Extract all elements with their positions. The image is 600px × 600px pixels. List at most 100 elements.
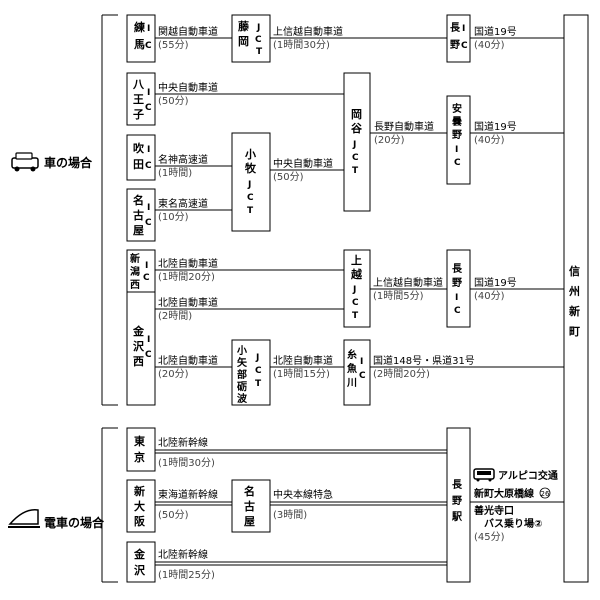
svg-text:屋: 屋 xyxy=(133,224,144,237)
svg-text:C: C xyxy=(352,153,359,163)
edge-t4-time: (1時間25分) xyxy=(158,569,215,581)
edge-e4-name: 中央自動車道 xyxy=(158,81,218,94)
svg-text:I: I xyxy=(145,261,148,271)
svg-text:川: 川 xyxy=(346,377,357,389)
edge-t1-time: (1時間30分) xyxy=(158,457,215,469)
svg-text:C: C xyxy=(255,35,262,45)
node-hachioji: 八 王 子 I C xyxy=(126,72,156,126)
svg-text:西: 西 xyxy=(130,279,140,291)
train-icon xyxy=(8,509,40,528)
edge-e9-name: 国道19号 xyxy=(474,120,517,133)
svg-text:I: I xyxy=(147,335,150,345)
edge-e6-name: 東名高速道 xyxy=(158,197,208,210)
svg-text:I: I xyxy=(455,293,458,303)
edge-e16-name: 国道148号・県道31号 xyxy=(373,354,475,367)
svg-text:野: 野 xyxy=(452,129,462,141)
svg-text:野: 野 xyxy=(450,39,460,51)
bus-line1: 新町大原橋線 xyxy=(474,487,534,500)
bus-info: アルピコ交通 新町大原橋線 26 善光寺口 バス乗り場② (45分) xyxy=(473,468,558,543)
svg-text:町: 町 xyxy=(569,325,580,338)
edge-e8-time: (20分) xyxy=(374,134,405,146)
edge-e13-time: (40分) xyxy=(474,290,505,302)
edge-e2-name: 上信越自動車道 xyxy=(273,25,343,38)
svg-text:C: C xyxy=(359,371,366,381)
svg-text:金: 金 xyxy=(133,547,146,561)
node-shinosaka: 新 大 阪 xyxy=(126,479,156,533)
svg-text:C: C xyxy=(145,161,152,171)
svg-text:C: C xyxy=(247,193,254,203)
bus-icon xyxy=(473,468,495,482)
svg-text:I: I xyxy=(455,145,458,155)
svg-text:長: 長 xyxy=(452,479,463,491)
node-suita: 吹 田 I C xyxy=(126,134,156,181)
svg-text:古: 古 xyxy=(133,208,144,222)
svg-text:I: I xyxy=(147,88,150,98)
svg-text:新: 新 xyxy=(134,484,145,498)
svg-text:I: I xyxy=(360,357,363,367)
edge-e7-name: 中央自動車道 xyxy=(273,157,333,170)
svg-text:牧: 牧 xyxy=(245,161,257,175)
svg-text:練: 練 xyxy=(134,20,145,34)
edge-e7-time: (50分) xyxy=(273,171,304,183)
svg-text:J: J xyxy=(352,140,356,150)
svg-text:J: J xyxy=(352,285,356,295)
svg-text:越: 越 xyxy=(350,267,363,281)
svg-text:野: 野 xyxy=(452,495,462,507)
edge-e10-time: (1時間20分) xyxy=(158,271,215,283)
edge-e13-name: 国道19号 xyxy=(474,276,517,289)
node-joetsu: 上 越 J C T xyxy=(343,249,371,328)
svg-text:I: I xyxy=(147,24,150,34)
svg-text:J: J xyxy=(247,180,251,190)
train-lines xyxy=(155,449,564,566)
svg-text:C: C xyxy=(145,41,152,51)
train-bracket xyxy=(101,427,118,583)
car-icon xyxy=(11,152,39,172)
svg-text:C: C xyxy=(352,298,359,308)
svg-text:砺: 砺 xyxy=(237,381,247,393)
edge-t1-name: 北陸新幹線 xyxy=(158,436,208,449)
edge-t2-name: 東海道新幹線 xyxy=(158,488,218,501)
node-niigata: 新 潟 西 I C xyxy=(126,249,156,293)
svg-text:T: T xyxy=(255,379,262,389)
svg-text:C: C xyxy=(461,41,468,51)
edge-e6-time: (10分) xyxy=(158,211,189,223)
node-destination: 信 州 新 町 xyxy=(563,14,589,583)
bus-number-text: 26 xyxy=(541,490,550,498)
car-mode-label: 車の場合 xyxy=(44,155,93,170)
svg-text:C: C xyxy=(255,366,262,376)
edge-e15-name: 北陸自動車道 xyxy=(273,354,333,367)
edge-e10-name: 北陸自動車道 xyxy=(158,257,218,270)
svg-text:大: 大 xyxy=(134,499,145,513)
train-mode-label: 電車の場合 xyxy=(44,515,105,530)
svg-text:C: C xyxy=(145,350,152,360)
svg-text:上: 上 xyxy=(351,253,362,267)
svg-text:C: C xyxy=(454,306,461,316)
svg-text:C: C xyxy=(145,218,152,228)
svg-text:C: C xyxy=(143,273,150,283)
edge-labels-train: 北陸新幹線 (1時間30分) 東海道新幹線 (50分) 中央本線特急 (3時間)… xyxy=(158,436,333,581)
node-nagano-ic-mid: 長 野 I C xyxy=(446,249,471,328)
edge-e14-name: 北陸自動車道 xyxy=(158,354,218,367)
svg-text:東: 東 xyxy=(134,434,146,448)
svg-text:馬: 馬 xyxy=(134,38,145,51)
svg-text:I: I xyxy=(462,24,465,34)
svg-text:波: 波 xyxy=(237,392,248,405)
svg-text:小: 小 xyxy=(236,344,247,357)
svg-text:京: 京 xyxy=(134,450,145,464)
svg-text:糸: 糸 xyxy=(347,348,357,361)
svg-text:屋: 屋 xyxy=(244,515,255,528)
edge-e12-time: (1時間5分) xyxy=(373,290,424,302)
edge-e3-time: (40分) xyxy=(474,39,505,51)
svg-text:岡: 岡 xyxy=(351,108,362,121)
svg-text:J: J xyxy=(256,23,260,33)
edge-e4-time: (50分) xyxy=(158,95,189,107)
svg-text:信: 信 xyxy=(569,264,580,278)
node-nagoya-ic: 名 古 屋 I C xyxy=(126,188,156,242)
edge-e1-time: (55分) xyxy=(158,39,189,51)
node-nerima: 練 馬 I C xyxy=(126,14,156,63)
node-oyabe: 小 矢 部 砺 波 J C T xyxy=(231,339,271,406)
edge-e2-time: (1時間30分) xyxy=(273,39,330,51)
svg-text:駅: 駅 xyxy=(451,511,463,523)
node-komaki: 小 牧 J C T xyxy=(231,132,271,232)
